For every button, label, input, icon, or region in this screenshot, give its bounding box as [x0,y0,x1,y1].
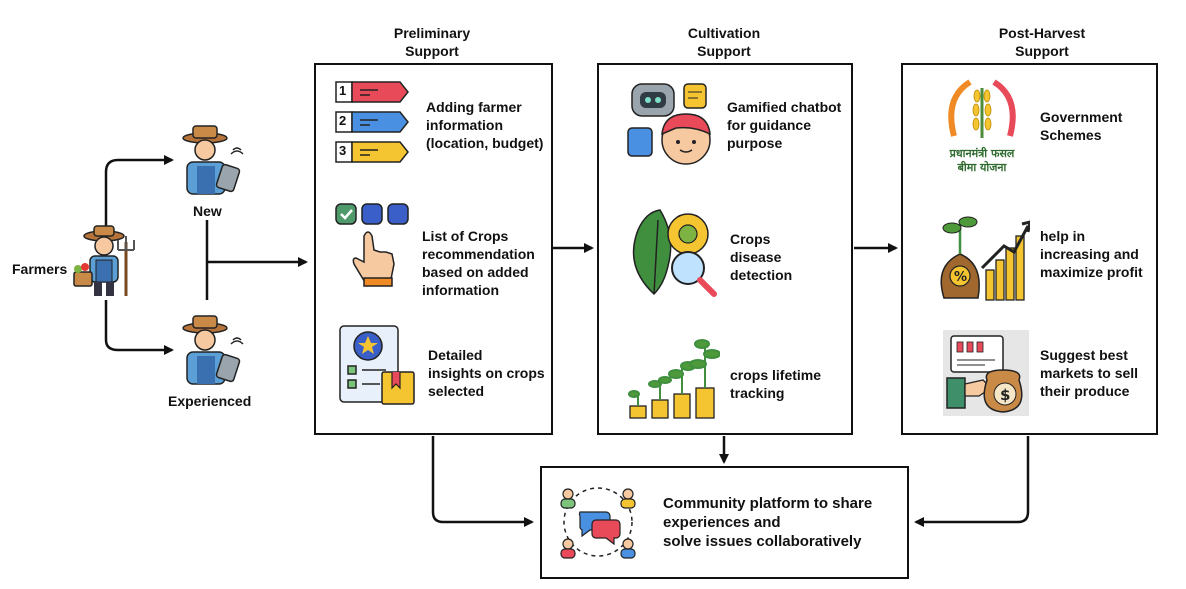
community-icon [556,480,640,564]
farmer-main-icon [68,222,140,298]
postharvest-title: Post-Harvest Support [998,25,1086,59]
prelim-step-3-label: Detailed insights on crops selected [428,347,545,399]
farmer-new-icon [175,122,247,198]
step-number-1: 1 [339,83,347,98]
arrow-prelim-to-community [431,436,534,527]
farmers-label: Farmers [12,261,68,277]
selection-icon [334,202,414,290]
post-step-1-label: Government Schemes [1040,109,1123,143]
step-number-2: 2 [339,113,347,128]
profit-icon: % [934,206,1032,302]
scheme-logo: प्रधानमंत्री फसल बीमा योजना [930,78,1034,174]
scheme-logo-text: प्रधानमंत्री फसल बीमा योजना [949,147,1015,174]
arrow-post-to-community [914,436,1030,527]
cult-step-1-label: Gamified chatbot for guidance purpose [727,99,842,151]
prelim-step-1-label: Adding farmer information (location, bud… [426,99,544,151]
farmer-experienced-icon [175,312,247,388]
arrow-farmers-to-new [104,155,174,230]
cult-step-2-label: Crops disease detection [730,231,793,283]
numbered-list-icon [334,80,412,166]
market-icon: $ [943,330,1029,416]
certificate-icon [332,322,418,408]
plant-growth-icon [626,334,721,420]
cult-step-3-label: crops lifetime tracking [730,367,822,401]
step-number-3: 3 [339,143,347,158]
svg-text:$: $ [1000,386,1010,404]
new-label: New [193,203,222,219]
post-step-3-label: Suggest best markets to sell their produ… [1040,347,1139,399]
experienced-label: Experienced [168,393,252,409]
post-step-2-label: help in increasing and maximize profit [1040,228,1143,280]
prelim-step-2-label: List of Crops recommendation based on ad… [422,228,535,298]
chatbot-icon [624,78,720,168]
arrow-farmers-to-experienced [104,300,174,355]
svg-text:%: % [954,270,967,285]
community-label: Community platform to share experiences … [663,495,873,550]
preliminary-title: Preliminary Support [393,25,471,59]
disease-detection-icon [624,206,720,298]
cultivation-title: Cultivation Support [687,25,761,59]
